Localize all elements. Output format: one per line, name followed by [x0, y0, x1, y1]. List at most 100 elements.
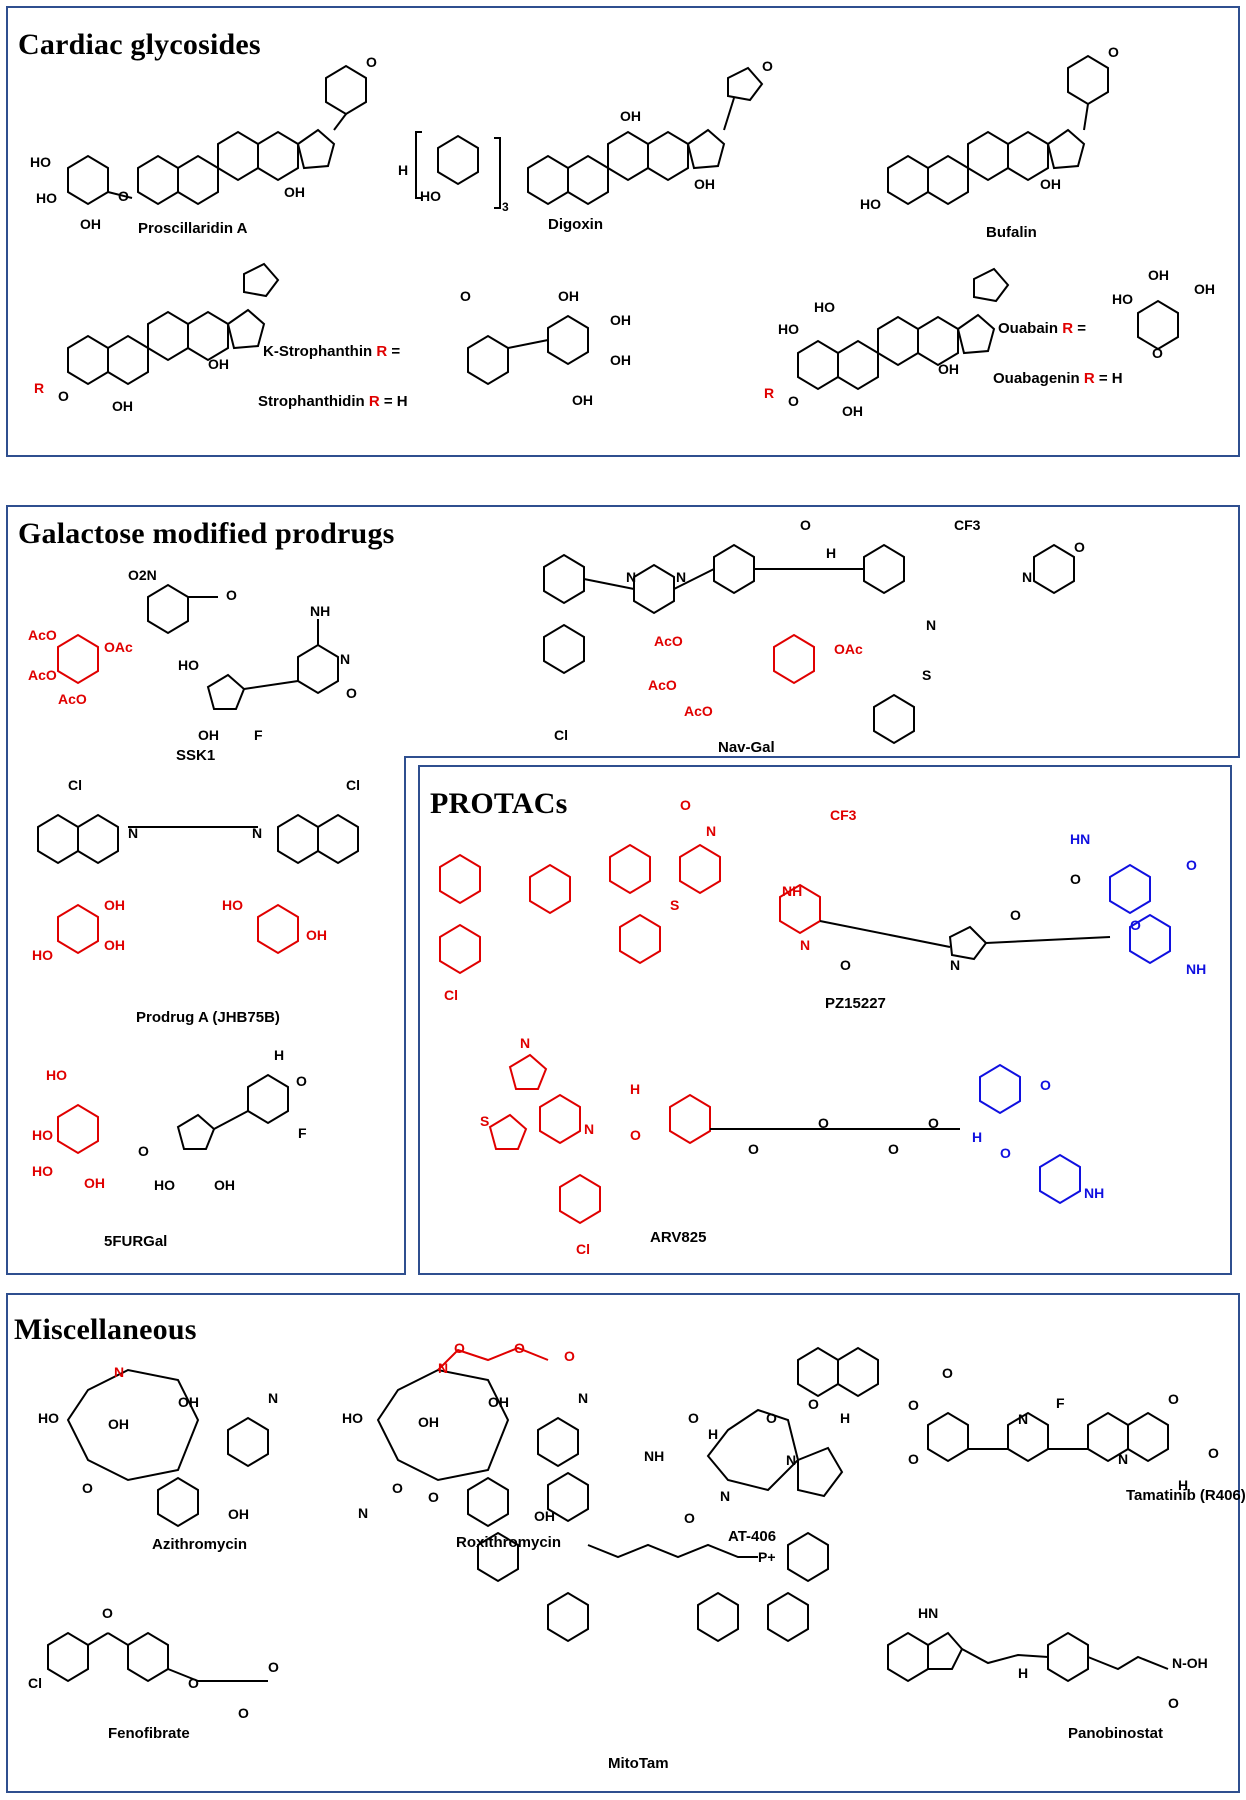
equals-h: = H — [1098, 370, 1123, 387]
atom-label-cf3: CF3 — [954, 517, 981, 533]
atom-label-n: N — [520, 1035, 531, 1051]
atom-label-o: O — [1070, 871, 1081, 887]
r-symbol: R — [1062, 320, 1074, 337]
atom-label-oh: OH — [534, 1508, 555, 1524]
atom-label-o: O — [818, 1115, 829, 1131]
r-group-symbol: R — [34, 380, 45, 396]
atom-label-aco: AcO — [684, 703, 713, 719]
equals-h: = H — [383, 393, 408, 410]
structure-drawing — [467, 314, 589, 386]
atom-label-hn: HN — [1070, 831, 1091, 847]
compound-name: Strophanthidin — [258, 393, 365, 410]
atom-label-aco: AcO — [28, 667, 57, 683]
atom-label-cf3: CF3 — [830, 807, 857, 823]
atom-label-o: O — [296, 1073, 307, 1089]
atom-label-ho: HO — [154, 1177, 175, 1193]
atom-label-o: O — [58, 388, 69, 404]
atom-label-oh: OH — [84, 1175, 105, 1191]
atom-label-oh: OH — [842, 403, 863, 419]
structure-drawing — [887, 54, 1109, 206]
structure-drawing — [477, 1471, 829, 1643]
atom-label-f: F — [254, 727, 263, 743]
atom-label-o: O — [102, 1605, 113, 1621]
atom-label-o: O — [238, 1705, 249, 1721]
compound-name: Ouabagenin — [993, 370, 1080, 387]
atom-label-ho: HO — [38, 1410, 59, 1426]
atom-label-cl: Cl — [28, 1675, 42, 1691]
molecule-arv825: N S N O H Cl O O O O H O O NH ARV825 — [480, 1017, 1220, 1267]
atom-label-o: O — [346, 685, 357, 701]
atom-label-n: N — [1118, 1451, 1129, 1467]
atom-label-o: O — [454, 1340, 465, 1356]
molecule-bufalin: HO OH O Bufalin — [860, 28, 1148, 241]
atom-label-o: O — [748, 1141, 759, 1157]
compound-name: Panobinostat — [1068, 1725, 1164, 1742]
structure-drawing — [1137, 299, 1179, 351]
compound-name: SSK1 — [176, 747, 216, 764]
atom-label-oh: OH — [488, 1394, 509, 1410]
atom-label-cl: Cl — [444, 987, 458, 1003]
atom-label-oh: OH — [418, 1414, 439, 1430]
atom-label-cl: Cl — [346, 777, 360, 793]
atom-label-oh: OH — [694, 176, 715, 192]
panel-title: Miscellaneous — [14, 1313, 197, 1346]
atom-label-o: O — [928, 1115, 939, 1131]
atom-label-h: H — [840, 1410, 851, 1426]
atom-label-n: N — [786, 1452, 797, 1468]
atom-label-o: O — [1152, 345, 1163, 361]
compound-name: Azithromycin — [152, 1536, 248, 1553]
compound-name: ARV825 — [650, 1229, 707, 1246]
atom-label-oh: OH — [558, 288, 579, 304]
atom-label-o: O — [788, 393, 799, 409]
atom-label-n: N — [950, 957, 961, 973]
panel-cardiac-glycosides: Cardiac glycosides HO HO OH O OH O Prosc… — [6, 6, 1240, 457]
atom-label-ho: HO — [32, 1163, 53, 1179]
atom-label-o: O — [762, 58, 773, 74]
atom-label-oac: OAc — [104, 639, 133, 655]
atom-label-o: O — [268, 1659, 279, 1675]
r-group-ouabain: Ouabain R = — [998, 320, 1086, 337]
compound-name: Prodrug A (JHB75B) — [136, 1009, 280, 1026]
atom-label-n: N — [706, 823, 717, 839]
atom-label-f: F — [298, 1125, 307, 1141]
atom-label-s: S — [480, 1113, 490, 1129]
atom-label-o: O — [684, 1510, 695, 1526]
atom-label-n: N — [438, 1360, 449, 1376]
atom-label-o: O — [428, 1489, 439, 1505]
compound-name: Bufalin — [986, 224, 1037, 241]
atom-label-oh: OH — [1040, 176, 1061, 192]
atom-label-o: O — [766, 1410, 777, 1426]
structure-drawing — [415, 66, 764, 209]
atom-label-o: O — [1168, 1695, 1179, 1711]
atom-label-n-oh: N-OH — [1172, 1655, 1208, 1671]
atom-label-s: S — [670, 897, 680, 913]
atom-label-ho: HO — [46, 1067, 67, 1083]
atom-label-o: O — [630, 1127, 641, 1143]
atom-label-aco: AcO — [654, 633, 683, 649]
compound-name: AT-406 — [728, 1528, 777, 1545]
atom-label-oh: OH — [938, 361, 959, 377]
molecule-roxithromycin: N O O O HO OH OH N O OH Roxithromycin — [338, 1340, 638, 1551]
atom-label-o: O — [366, 54, 377, 70]
molecule-k-strophanthin-sugar: O OH OH OH OH — [448, 288, 658, 428]
compound-name: Ouabain — [998, 320, 1059, 337]
structure-drawing — [543, 543, 1075, 745]
molecule-at-406: O H NH O N N O O H AT-406 — [628, 1340, 908, 1550]
atom-label-h: H — [972, 1129, 983, 1145]
atom-label-hn: HN — [918, 1605, 939, 1621]
atom-label-o: O — [1040, 1077, 1051, 1093]
structure-drawing — [67, 64, 367, 206]
compound-name: Digoxin — [548, 216, 603, 233]
atom-label-o: O — [82, 1480, 93, 1496]
molecule-ouabain-sugar: OH HO OH O — [1108, 263, 1238, 373]
r-symbol: R — [368, 393, 380, 410]
compound-name: MitoTam — [608, 1755, 669, 1772]
atom-label-o: O — [514, 1340, 525, 1356]
compound-name: Nav-Gal — [718, 739, 775, 756]
atom-label-ho: HO — [36, 190, 57, 206]
atom-label-o: O — [800, 517, 811, 533]
atom-label-oh: OH — [208, 356, 229, 372]
atom-label-oh: OH — [198, 727, 219, 743]
panel-title: Cardiac glycosides — [18, 28, 261, 61]
atom-label-n: N — [1018, 1411, 1029, 1427]
